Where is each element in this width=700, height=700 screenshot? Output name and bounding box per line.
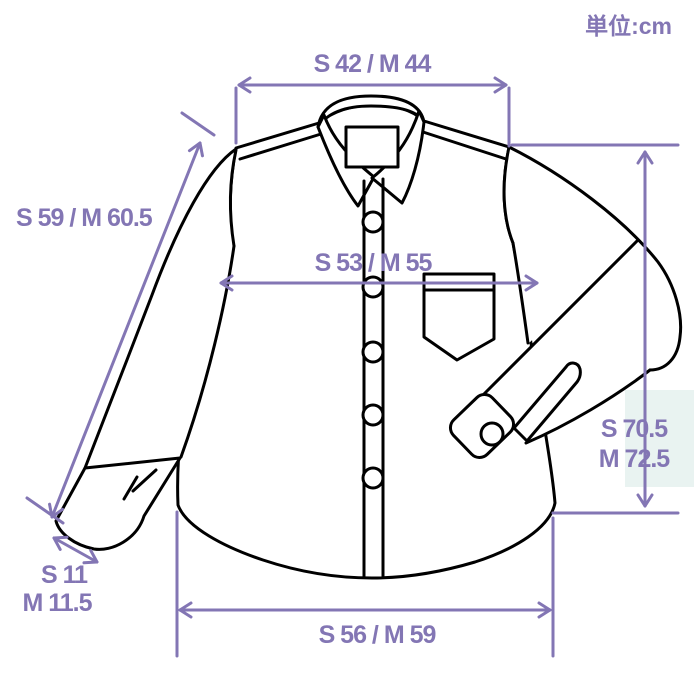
left-armhole-seam [229, 148, 238, 248]
chest-dimension: S 53 / M 55 [219, 249, 539, 292]
right-cuff-button [479, 421, 505, 447]
cuff-arrow [52, 535, 99, 565]
unit-label: 単位:cm [585, 13, 672, 39]
button [361, 210, 385, 234]
sleeve-label: S 59 / M 60.5 [16, 204, 153, 232]
button [361, 275, 385, 299]
right-armhole-seam [502, 145, 515, 245]
right-sleeve [448, 145, 683, 459]
right-sleeve-placket-strip [512, 361, 582, 443]
neck-label-tag [344, 125, 400, 169]
button [361, 340, 385, 364]
left-yoke-seam [238, 132, 323, 161]
button [361, 403, 385, 427]
length-label-line1: S 70.5 [601, 415, 668, 443]
length-label-line2: M 72.5 [599, 445, 671, 473]
right-yoke-seam [421, 130, 508, 161]
left-cuff [54, 456, 182, 551]
right-upper-arm-fill [504, 147, 681, 370]
sleeve-dimension: S 59 / M 60.5 [16, 111, 216, 525]
shirt-illustration [54, 94, 683, 580]
right-body-side-edge [511, 241, 530, 345]
right-forearm-fill [484, 240, 672, 443]
cuff-label-line1: S 11 [41, 561, 88, 589]
right-forearm-top-edge [482, 238, 640, 396]
hem-label: S 56 / M 59 [319, 621, 436, 649]
button [361, 466, 385, 490]
sleeve-arrow [48, 141, 204, 519]
shoulder-label: S 42 / M 44 [314, 50, 432, 78]
cuff-dimension: S 11 M 11.5 [22, 535, 99, 617]
hem-dimension: S 56 / M 59 [175, 510, 555, 658]
sleeve-cap-top [180, 111, 216, 137]
cuff-label-line2: M 11.5 [22, 589, 92, 617]
chest-pocket [422, 272, 496, 362]
sleeve-cap-bottom [25, 496, 65, 525]
right-sleeve-outer-edge [507, 145, 683, 372]
chest-label: S 53 / M 55 [315, 249, 433, 277]
body-length-dimension: S 70.5 M 72.5 [510, 143, 680, 515]
shoulder-dimension: S 42 / M 44 [234, 50, 511, 148]
